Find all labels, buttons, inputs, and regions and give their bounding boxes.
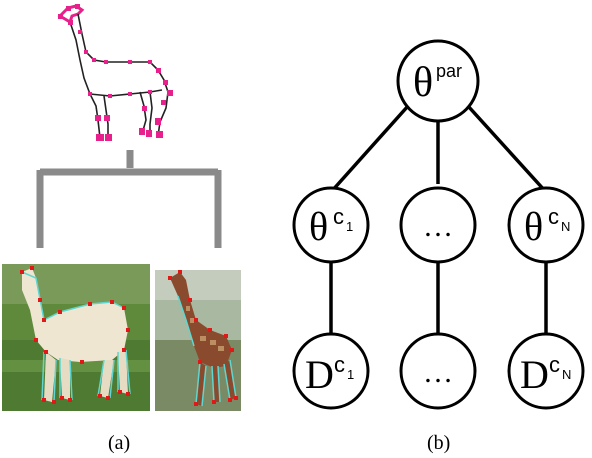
ellipsis-label: …: [423, 356, 453, 389]
node-subscript: N: [561, 219, 570, 234]
node-superscript: c: [549, 352, 560, 377]
node-superscript: c: [548, 204, 559, 229]
node-symbol: D: [305, 352, 334, 397]
node-superscript: c: [333, 204, 344, 229]
ellipsis-label: …: [423, 210, 453, 243]
llama-photo: [2, 264, 150, 411]
node-subscript: N: [562, 367, 571, 382]
edge-root-childN: [466, 104, 548, 194]
node-symbol: D: [520, 352, 549, 397]
node-ellipsis-middle: …: [399, 186, 477, 264]
node-subscript: 1: [346, 219, 353, 234]
node-symbol: θ: [524, 204, 543, 249]
edge-root-child1: [329, 104, 410, 194]
giraffe-photo: [155, 270, 241, 411]
node-theta-cN: θ c N: [507, 186, 585, 264]
node-D-cN: D c N: [507, 332, 585, 410]
node-theta-par: θ par: [396, 39, 480, 123]
node-D-c1: D c 1: [292, 332, 370, 410]
caption-b: (b): [427, 432, 451, 454]
caption-a: (a): [108, 432, 131, 454]
node-ellipsis-bottom: …: [399, 332, 477, 410]
node-subscript: 1: [347, 367, 354, 382]
panel-a: [2, 4, 241, 411]
node-superscript: c: [334, 352, 345, 377]
node-symbol: θ: [413, 60, 433, 106]
graph-edges: [329, 104, 548, 334]
node-symbol: θ: [309, 204, 328, 249]
tree-connector: [36, 150, 222, 248]
parent-skeleton: [57, 4, 169, 139]
panel-b: θ par θ c 1 … θ c N D c 1 …: [292, 39, 585, 410]
parent-keypoints: [58, 4, 173, 141]
node-theta-c1: θ c 1: [292, 186, 370, 264]
node-superscript: par: [436, 61, 462, 81]
